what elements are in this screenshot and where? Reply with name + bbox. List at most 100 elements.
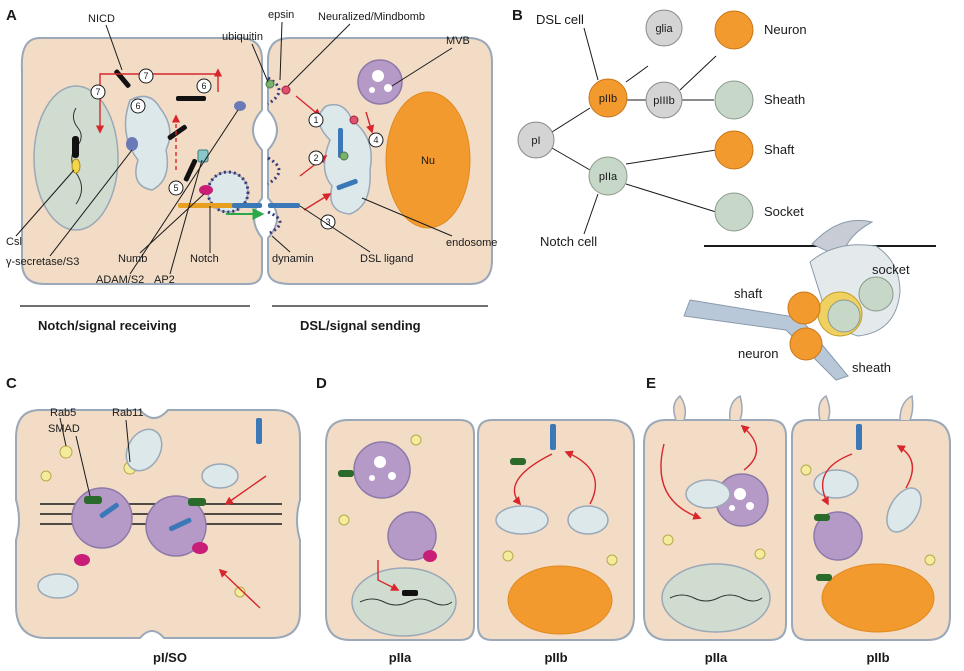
step-2: 2 bbox=[313, 153, 318, 163]
neuralized-marker bbox=[281, 85, 291, 95]
mvb-d bbox=[353, 441, 411, 499]
caption-e-pIIa: pIIa bbox=[705, 650, 728, 665]
panel-e: E pIIa pIIb bbox=[643, 375, 951, 665]
csl-protein bbox=[71, 158, 81, 174]
nu-label: Nu bbox=[421, 155, 435, 167]
receiving-endosome bbox=[124, 95, 171, 191]
nicd-import-arrow bbox=[377, 560, 400, 591]
endosome-ligand bbox=[336, 178, 358, 191]
endosome bbox=[37, 573, 79, 599]
pIIa-nucleus-d bbox=[351, 567, 457, 637]
nicd-fragment bbox=[167, 124, 187, 140]
panel-a-letter: A bbox=[6, 7, 17, 24]
caption-e-pIIb: pIIb bbox=[866, 650, 889, 665]
shaft-label: Shaft bbox=[764, 142, 795, 157]
vesicle bbox=[40, 470, 52, 482]
numb-label: Numb bbox=[118, 253, 147, 265]
dsl-cell-nucleus bbox=[385, 91, 471, 229]
ligand-in-mvb bbox=[99, 502, 119, 518]
panel-c: C Rab5 SMAD Rab11 pI/SO bbox=[6, 375, 301, 665]
numb-protein bbox=[199, 185, 213, 195]
ligand-trafficking-arrow bbox=[512, 453, 553, 506]
organ-sheath-label: sheath bbox=[852, 360, 891, 375]
dsl-ligand-bar bbox=[268, 203, 300, 208]
node-pIIb-label: pIIb bbox=[599, 93, 617, 105]
socket-label: Socket bbox=[764, 204, 804, 219]
endosome-e bbox=[685, 479, 731, 509]
pIIb-nucleus-d bbox=[507, 565, 613, 635]
node-pIIIb bbox=[645, 81, 683, 119]
coated-pit bbox=[267, 156, 281, 186]
step-1: 1 bbox=[313, 115, 318, 125]
mvb-e-2 bbox=[813, 511, 863, 561]
pIIa-nucleus-e bbox=[661, 563, 771, 633]
dsl-ligand-bar bbox=[856, 424, 862, 450]
step-5: 5 bbox=[173, 183, 178, 193]
coated-pit bbox=[267, 210, 282, 236]
mvb bbox=[357, 59, 403, 105]
endosome bbox=[201, 463, 239, 489]
ap2-adaptor bbox=[197, 149, 209, 163]
trafficking-arrow bbox=[218, 568, 261, 609]
recycling-endosome bbox=[125, 428, 163, 472]
panel-b-letter: B bbox=[512, 7, 523, 24]
smad-label: SMAD bbox=[48, 423, 80, 435]
ligand-recycling-arrow bbox=[564, 450, 597, 505]
step-6a: 6 bbox=[135, 101, 140, 111]
endosome-e-2 bbox=[813, 469, 859, 499]
rab11-label: Rab11 bbox=[112, 407, 144, 419]
nicd-translocation-arrow bbox=[95, 73, 218, 134]
trafficking-arrow bbox=[660, 443, 702, 520]
nicd-label: NICD bbox=[88, 13, 115, 25]
node-sheath bbox=[714, 80, 754, 120]
ligand-recycling-arrow bbox=[303, 193, 332, 211]
notch-receptor bbox=[178, 203, 234, 208]
node-pIIIb-label: pIIIb bbox=[653, 95, 674, 107]
node-pIIa-label: pIIa bbox=[599, 171, 618, 183]
vesicle bbox=[234, 586, 246, 598]
sheath-label: Sheath bbox=[764, 92, 805, 107]
step-7a: 7 bbox=[143, 71, 148, 81]
node-shaft bbox=[714, 130, 754, 170]
organ-shaft-cell bbox=[787, 291, 821, 325]
numb-d bbox=[423, 550, 437, 562]
adam-label: ADAM/S2 bbox=[96, 274, 144, 286]
caption-pi-so: pI/SO bbox=[153, 650, 187, 665]
caption-d-pIIa: pIIa bbox=[389, 650, 412, 665]
mvb-vesicle bbox=[369, 87, 375, 93]
gamma-secretase-label: γ-secretase/S3 bbox=[6, 256, 79, 268]
footer-receiving: Notch/signal receiving bbox=[38, 318, 177, 333]
organ-socket-label: socket bbox=[872, 262, 910, 277]
numb-crescent bbox=[74, 554, 90, 566]
endosome-ligand bbox=[338, 128, 343, 158]
mvb-label: MVB bbox=[446, 35, 470, 47]
step-3: 3 bbox=[325, 217, 330, 227]
organ-socket-inner bbox=[858, 276, 894, 312]
adam-protease bbox=[234, 101, 246, 111]
neuralized-label: Neuralized/Mindbomb bbox=[318, 11, 425, 23]
ubiquitin-marker bbox=[339, 151, 349, 161]
step-4: 4 bbox=[373, 135, 378, 145]
panel-e-letter: E bbox=[646, 375, 656, 392]
trafficking-arrow bbox=[224, 475, 267, 505]
ligand-recycling-arrow bbox=[896, 445, 914, 489]
recycling-endosome-e bbox=[886, 487, 922, 533]
smad-marker bbox=[188, 498, 206, 506]
recycling-endosome-d bbox=[567, 505, 609, 535]
dsl-ligand-bar bbox=[256, 418, 262, 444]
dna-strand bbox=[669, 594, 763, 602]
dna-strand bbox=[359, 598, 453, 606]
panel-b: B pI pIIb pIIa glia pIIIb Neuron Sheath … bbox=[512, 7, 936, 381]
node-pIIb bbox=[588, 78, 628, 118]
node-socket bbox=[714, 192, 754, 232]
node-glia-label: glia bbox=[655, 23, 673, 35]
epsin-label: epsin bbox=[268, 9, 294, 21]
notch-cell-label: Notch cell bbox=[540, 234, 597, 249]
dsl-ligand-label: DSL ligand bbox=[360, 253, 413, 265]
endosome-d bbox=[495, 505, 549, 535]
recycling-arrow bbox=[740, 424, 758, 471]
ap2-label: AP2 bbox=[154, 274, 175, 286]
nicd-fragment bbox=[176, 96, 206, 101]
organ-sheath-inner bbox=[827, 299, 861, 333]
